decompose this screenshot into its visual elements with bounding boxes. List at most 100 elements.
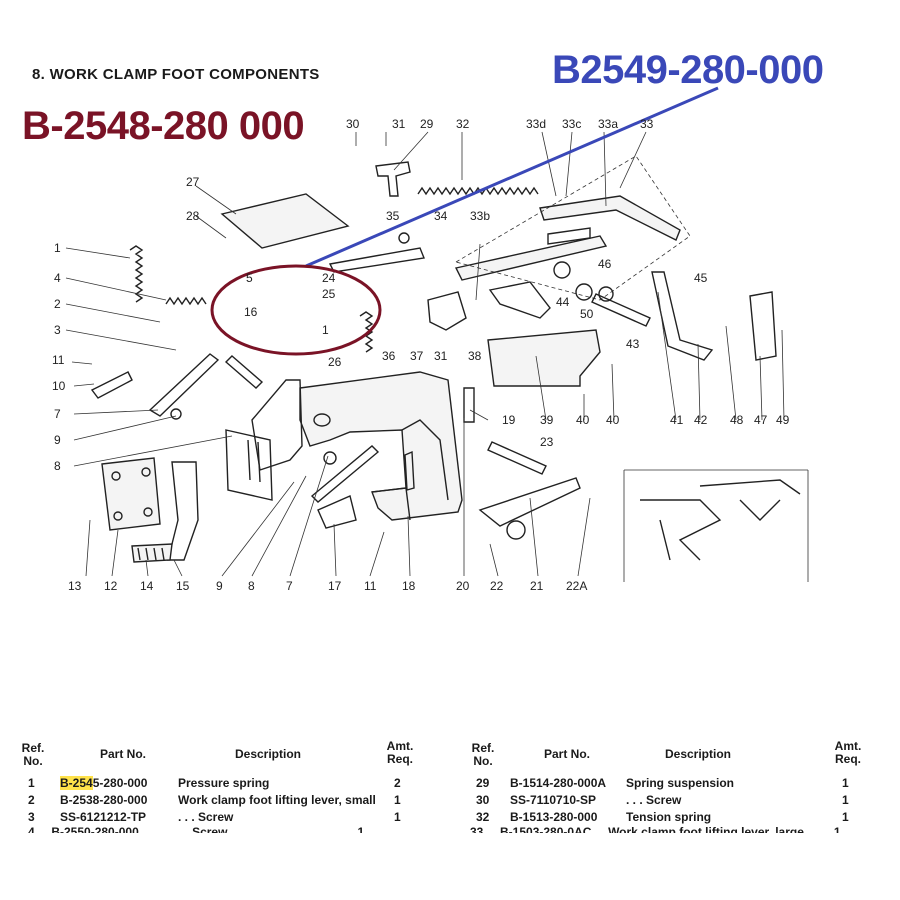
callout-label: 33a (598, 117, 618, 131)
callout-label: 39 (540, 413, 554, 427)
callout-label: 33d (526, 117, 546, 131)
callout-label: 9 (216, 579, 223, 593)
col-header-part: Part No. (99, 747, 146, 761)
inset-photo (623, 469, 809, 582)
callout-label: 48 (730, 413, 744, 427)
leader-lines (65, 131, 785, 577)
col-header-desc: Description (234, 747, 301, 761)
callout-label: 27 (186, 175, 200, 189)
cell-desc: Spring suspension (626, 776, 735, 790)
callout-label: 25 (322, 287, 336, 301)
callout-label: 40 (576, 413, 590, 427)
callout-label: 4 (54, 271, 61, 285)
callout-label: 30 (346, 117, 360, 131)
callout-label: 2 (54, 297, 61, 311)
cell-part-rest: 5-280-000 (92, 776, 148, 790)
cell-part: SS-7110710-SP (510, 793, 597, 807)
callout-label: 8 (54, 459, 61, 473)
annotation-arrow-line (305, 86, 719, 268)
col-header-ref: Ref. No. (21, 741, 45, 768)
right-cluster (427, 261, 777, 387)
callout-label: 18 (402, 579, 416, 593)
callout-label: 5 (246, 271, 253, 285)
callout-label: 46 (598, 257, 612, 271)
callout-label: 12 (104, 579, 118, 593)
cell-ref: 29 (476, 776, 490, 790)
callout-label: 33 (640, 117, 654, 131)
callout-label: 45 (694, 271, 708, 285)
callout-label: 14 (140, 579, 154, 593)
cell-ref: 30 (476, 793, 490, 807)
callout-label: 31 (434, 349, 448, 363)
callout-label: 50 (580, 307, 594, 321)
callout-label: 36 (382, 349, 396, 363)
callout-label: 7 (54, 407, 61, 421)
table-row-cutoff: 33 B-1503-280-0AC Work clamp foot liftin… (470, 825, 841, 833)
callout-label: 24 (322, 271, 336, 285)
cell-desc: Pressure spring (178, 776, 270, 790)
callout-label: 16 (244, 305, 258, 319)
callout-label: 11 (52, 353, 65, 367)
cell-part: B-1513-280-000 (510, 810, 598, 824)
callout-label: 1 (54, 241, 61, 255)
cell-part: B-2545-280-000 (60, 776, 147, 790)
cell-ref: 2 (28, 793, 35, 807)
callout-label: 22A (566, 579, 587, 593)
table-row-cutoff: 4 B-2550-280-000 . . . Screw 1 (28, 825, 365, 833)
annotation-blue-part-number: B2549-280-000 (552, 48, 824, 92)
callout-label: 10 (52, 379, 66, 393)
table-row: 3 SS-6121212-TP . . . Screw 1 (18, 810, 418, 826)
callout-label: 29 (420, 117, 434, 131)
section-title: 8. WORK CLAMP FOOT COMPONENTS (32, 66, 320, 83)
callout-label: 17 (328, 579, 342, 593)
col-header-ref: Ref. No. (471, 741, 495, 768)
cell-part: SS-6121212-TP (60, 810, 147, 824)
callout-label: 13 (68, 579, 82, 593)
cell-amt: 2 (394, 776, 401, 790)
annotation-circle (210, 264, 382, 356)
table-row: 1 B-2545-280-000 Pressure spring 2 (18, 776, 418, 792)
table-row: 2 B-2538-280-000 Work clamp foot lifting… (18, 793, 418, 809)
callout-label: 35 (386, 209, 400, 223)
table-row: 30 SS-7110710-SP . . . Screw 1 (466, 793, 876, 809)
callout-label: 34 (434, 209, 448, 223)
callout-label: 43 (626, 337, 640, 351)
callout-label: 31 (392, 117, 406, 131)
callout-label: 33c (562, 117, 581, 131)
cell-ref: 3 (28, 810, 35, 824)
callout-label: 22 (490, 579, 504, 593)
cell-amt: 1 (394, 793, 401, 807)
cell-amt: 1 (842, 776, 849, 790)
highlight: B-254 (60, 776, 93, 790)
callout-label: 3 (54, 323, 61, 337)
col-header-amt: Amt. Req. (834, 739, 862, 766)
callout-label: 33b (470, 209, 490, 223)
callout-label: 11 (364, 579, 377, 593)
lower-linkage (323, 387, 581, 540)
foot-assembly (101, 457, 199, 563)
callout-label: 44 (556, 295, 570, 309)
cell-amt: 1 (394, 810, 401, 824)
col-header-desc: Description (664, 747, 731, 761)
callout-label: 15 (176, 579, 190, 593)
callout-label: 7 (286, 579, 293, 593)
cell-amt: 1 (842, 810, 849, 824)
callout-label: 42 (694, 413, 708, 427)
machine-arm (299, 371, 463, 521)
callout-label: 49 (776, 413, 790, 427)
callout-label: 38 (468, 349, 482, 363)
callout-label: 8 (248, 579, 255, 593)
callout-label: 23 (540, 435, 554, 449)
cell-part: B-2538-280-000 (60, 793, 148, 807)
table-row: 29 B-1514-280-000A Spring suspension 1 (466, 776, 876, 792)
callout-label: 37 (410, 349, 424, 363)
cell-ref: 1 (28, 776, 35, 790)
callout-label: 21 (530, 579, 544, 593)
table-row: 32 B-1513-280-000 Tension spring 1 (466, 810, 876, 826)
cell-desc: . . . Screw (178, 810, 234, 824)
callout-label: 20 (456, 579, 470, 593)
callout-label: 32 (456, 117, 470, 131)
callout-label: 19 (502, 413, 516, 427)
callout-label: 9 (54, 433, 61, 447)
